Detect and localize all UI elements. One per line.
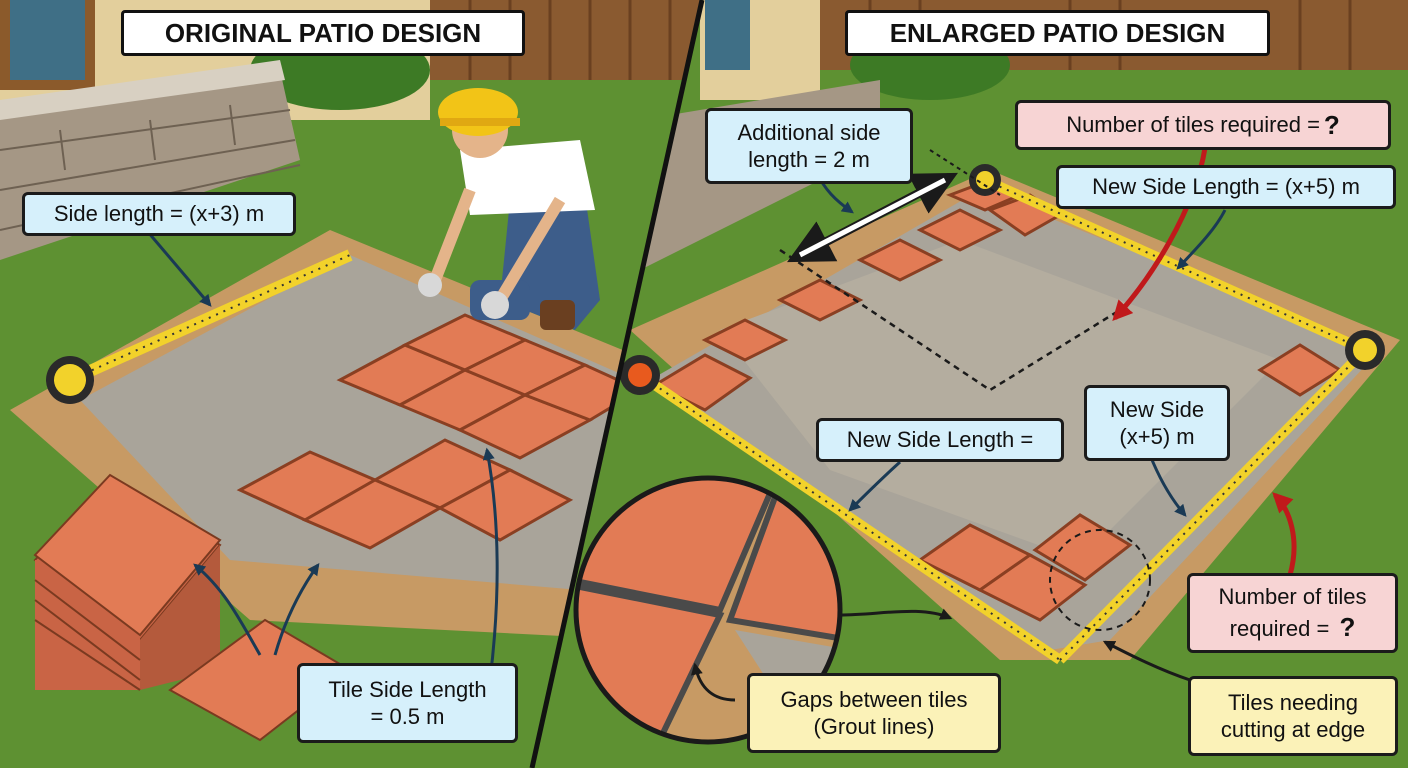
tiles-required-right-line1: Number of tiles (1218, 584, 1367, 609)
tile-side-length-callout: Tile Side Length = 0.5 m (297, 663, 518, 743)
tiles-required-right-line2: required = (1229, 615, 1330, 641)
tiles-required-right-callout: Number of tiles required = ? (1187, 573, 1398, 653)
additional-side-line1: Additional side (737, 119, 881, 145)
additional-side-line2: length = 2 m (748, 147, 870, 172)
original-boundary (779, 248, 1121, 392)
border-tiles (651, 178, 1343, 622)
question-mark-icon: ? (1323, 109, 1340, 140)
grout-gaps-callout: Gaps between tiles (Grout lines) (747, 673, 1001, 753)
side-length-text: Side length = (x+3) m (53, 201, 265, 227)
laid-tiles (236, 313, 644, 550)
gaps-line2: (Grout lines) (813, 714, 935, 739)
tile-side-line1: Tile Side Length (328, 676, 487, 702)
tape-front-left (637, 370, 1063, 665)
new-side-length-top-callout: New Side Length = (x+5) m (1056, 165, 1396, 209)
new-side-length-mid-callout: New Side Length = (816, 418, 1064, 462)
right-panel-title: ENLARGED PATIO DESIGN (845, 10, 1270, 56)
tile-side-line2: = 0.5 m (370, 704, 445, 729)
new-side-callout: New Side (x+5) m (1084, 385, 1230, 461)
cutting-line2: cutting at edge (1220, 717, 1366, 742)
new-side-length-top-text: New Side Length = (x+5) m (1092, 174, 1360, 200)
tiles-required-right-line2-wrap: required = ? (1230, 611, 1356, 644)
worker (418, 88, 600, 330)
edge-cutting-callout: Tiles needing cutting at edge (1188, 676, 1398, 756)
gaps-line1: Gaps between tiles (780, 686, 968, 712)
side-length-callout: Side length = (x+3) m (22, 192, 296, 236)
cut-tile-highlight (1049, 529, 1151, 631)
tile-stack (33, 473, 352, 742)
new-side-line2: (x+5) m (1119, 424, 1195, 449)
new-side-length-mid-text: New Side Length = (846, 427, 1034, 453)
additional-side-callout: Additional side length = 2 m (705, 108, 913, 184)
left-panel-title: ORIGINAL PATIO DESIGN (121, 10, 525, 56)
right-title-text: ENLARGED PATIO DESIGN (889, 17, 1226, 48)
left-title-text: ORIGINAL PATIO DESIGN (164, 17, 482, 48)
tiles-required-top-text: Number of tiles required = (1066, 112, 1320, 138)
cutting-line1: Tiles needing (1227, 689, 1359, 715)
panel-divider (529, 0, 705, 768)
new-side-line1: New Side (1109, 396, 1205, 422)
tiles-required-top-callout: Number of tiles required = ? (1015, 100, 1391, 150)
question-mark-icon-2: ? (1339, 611, 1356, 642)
